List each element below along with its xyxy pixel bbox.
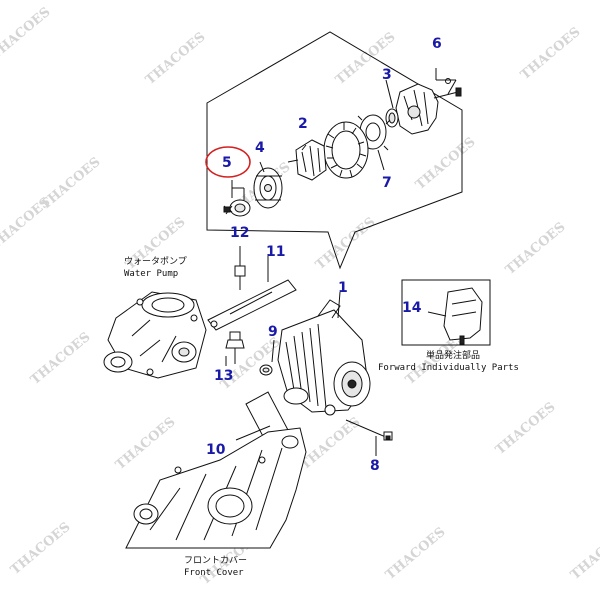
watermark: THACOES <box>8 520 74 578</box>
watermark: THACOES <box>518 25 584 83</box>
callout-10: 10 <box>206 442 226 458</box>
callout-14: 14 <box>402 300 422 316</box>
callout-4: 4 <box>255 140 265 156</box>
watermark: THACOES <box>143 30 209 88</box>
watermarks: THACOES THACOES THACOES THACOES THACOES … <box>0 5 600 588</box>
watermark: THACOES <box>383 525 449 583</box>
callout-12: 12 <box>230 225 249 241</box>
front-cover-label-jp: フロントカバー <box>184 555 247 566</box>
rear-housing <box>395 83 439 135</box>
callout-13: 13 <box>214 368 233 384</box>
alternator-assembly <box>277 291 371 416</box>
highlight-circle <box>205 146 251 178</box>
watermark: THACOES <box>493 400 559 458</box>
callouts: 1 2 3 4 5 6 7 8 9 10 11 12 13 14 <box>206 36 442 474</box>
watermark: THACOES <box>0 5 54 63</box>
callout-6: 6 <box>432 36 442 52</box>
watermark: THACOES <box>568 525 600 583</box>
through-bolt <box>433 78 462 99</box>
callout-7: 7 <box>382 175 392 191</box>
exploded-view-frame <box>206 31 463 270</box>
stator <box>323 121 369 179</box>
forward-parts-label-jp: 単品発注部品 <box>426 349 480 361</box>
bolt-8 <box>345 419 393 456</box>
forward-parts-box <box>401 279 491 346</box>
water-pump-label-en: Water Pump <box>124 269 178 279</box>
bolt-13 <box>225 331 245 366</box>
callout-5: 5 <box>222 155 232 171</box>
callout-8: 8 <box>370 458 380 474</box>
watermark: THACOES <box>28 330 94 388</box>
callout-1: 1 <box>338 280 348 296</box>
callout-11: 11 <box>266 244 285 260</box>
forward-parts-label-en: Forward Individually Parts <box>378 363 519 373</box>
front-cover-label-en: Front Cover <box>184 568 244 578</box>
watermark: THACOES <box>503 220 569 278</box>
front-cover <box>125 427 307 549</box>
water-pump <box>103 291 207 379</box>
nut-9 <box>259 339 275 376</box>
captions: ウォータポンプ Water Pump 単品発注部品 Forward Indivi… <box>124 256 519 578</box>
watermark: THACOES <box>0 195 54 253</box>
callout-9: 9 <box>268 324 278 340</box>
bolt-12 <box>234 246 246 290</box>
callout-2: 2 <box>298 116 308 132</box>
leader-lines <box>231 68 457 200</box>
watermark: THACOES <box>113 415 179 473</box>
watermark: THACOES <box>413 135 479 193</box>
pulley-nut <box>223 199 251 217</box>
water-pump-label-jp: ウォータポンプ <box>124 256 187 267</box>
front-bracket <box>253 167 283 209</box>
adjusting-bar <box>207 254 297 331</box>
watermark: THACOES <box>313 215 379 273</box>
callout-3: 3 <box>382 67 392 83</box>
rotor <box>287 139 327 181</box>
bearing <box>385 108 399 128</box>
